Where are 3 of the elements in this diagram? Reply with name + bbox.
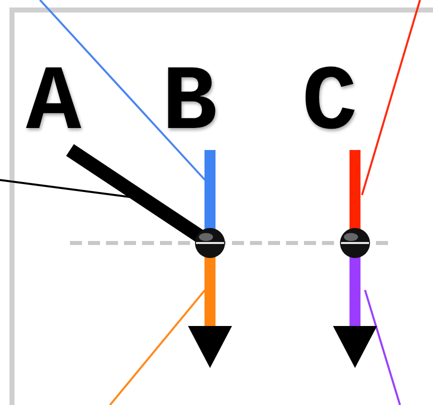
point-letter: A (26, 58, 82, 150)
point-letter: B (162, 58, 218, 150)
point-letter: C (302, 58, 358, 150)
